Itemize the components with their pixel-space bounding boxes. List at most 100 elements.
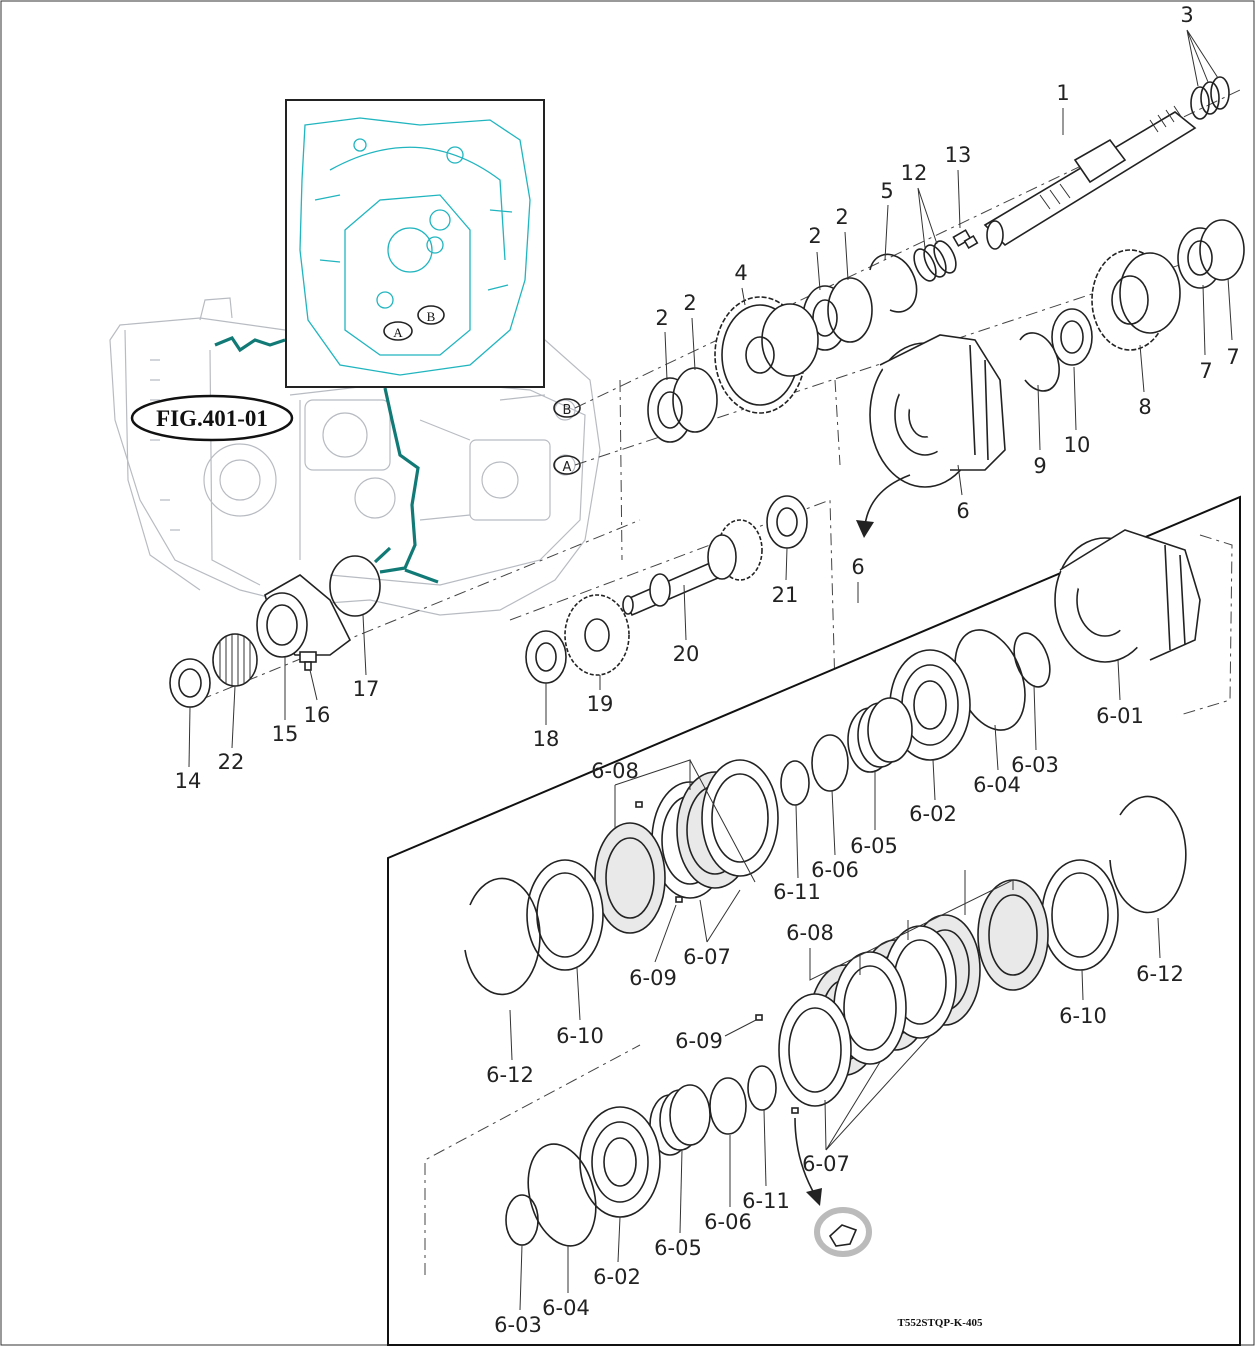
exploded-head-label: 6 — [851, 555, 864, 579]
part-o-ring-17[interactable] — [329, 555, 381, 617]
explode-arrowhead — [856, 520, 874, 538]
callout-6-07-lower: 6-07 — [802, 1152, 850, 1176]
callout-17: 17 — [353, 677, 380, 701]
callout-6-09-lower: 6-09 — [675, 1029, 723, 1053]
callout-21: 21 — [772, 583, 799, 607]
part-6-07-upper[interactable] — [651, 759, 779, 899]
callout-15: 15 — [272, 722, 299, 746]
callout-13: 13 — [945, 143, 972, 167]
callout-6-03-lower: 6-03 — [494, 1313, 542, 1337]
callout-18: 18 — [533, 727, 560, 751]
callout-12: 12 — [901, 161, 928, 185]
part-6-05-lower[interactable] — [649, 1084, 711, 1156]
part-6-12-right[interactable] — [1109, 795, 1187, 914]
part-bearing-7[interactable] — [1177, 219, 1245, 289]
part-gear-19[interactable] — [564, 594, 630, 676]
part-6-12-left[interactable] — [464, 877, 541, 996]
part-housing-15[interactable] — [256, 574, 352, 658]
part-6-04-lower[interactable] — [518, 1136, 607, 1253]
part-6-09-pin-a[interactable] — [635, 801, 643, 808]
callout-2c: 2 — [808, 224, 821, 248]
callout-6-05-upper: 6-05 — [850, 834, 898, 858]
part-6-09-pin-c[interactable] — [755, 1014, 763, 1021]
callout-22: 22 — [218, 750, 245, 774]
part-countershaft-20[interactable] — [622, 519, 763, 617]
detail-arrow — [794, 1117, 816, 1196]
callout-2a: 2 — [655, 306, 668, 330]
callout-6-06-upper: 6-06 — [811, 858, 859, 882]
part-bearing-2b[interactable] — [647, 367, 718, 443]
bracket-drum — [834, 379, 841, 466]
callout-5: 5 — [880, 179, 893, 203]
part-seal-14[interactable] — [169, 658, 211, 708]
part-6-09-pin-d[interactable] — [791, 1107, 799, 1114]
part-6-10-right[interactable] — [1041, 859, 1119, 971]
panel-bracket-top — [1179, 534, 1233, 716]
part-bearing-21[interactable] — [766, 495, 808, 549]
figure-reference-label: FIG.401-01 — [156, 406, 268, 431]
part-needle-bearing-22[interactable] — [212, 633, 258, 687]
callout-9: 9 — [1033, 454, 1046, 478]
part-6-05-upper[interactable] — [847, 697, 913, 773]
part-6-01-drum[interactable] — [1054, 529, 1201, 663]
callout-7b: 7 — [1226, 345, 1239, 369]
callout-2b: 2 — [683, 291, 696, 315]
callout-10: 10 — [1064, 433, 1091, 457]
part-bearing-10[interactable] — [1051, 308, 1093, 366]
part-rings-12[interactable] — [910, 238, 961, 284]
detail-arrowhead — [806, 1188, 822, 1206]
part-6-08-upper[interactable] — [594, 822, 666, 934]
part-bearing-18[interactable] — [525, 630, 567, 684]
callout-6-10-right: 6-10 — [1059, 1004, 1107, 1028]
case-marker-b: B — [563, 403, 572, 418]
inset-marker-a: A — [393, 325, 403, 340]
callout-6-11-upper: 6-11 — [773, 880, 821, 904]
part-rings-3[interactable] — [1190, 76, 1230, 120]
inset-marker-b: B — [427, 309, 436, 324]
callout-6-02-upper: 6-02 — [909, 802, 957, 826]
callouts-exploded: 6-01 6-02 6-03 6-04 6-05 6-06 6-07 6-08 … — [486, 659, 1184, 1337]
part-main-shaft[interactable] — [983, 105, 1197, 250]
part-snap-ring-9[interactable] — [1019, 332, 1060, 392]
inset-view: A B — [285, 99, 545, 388]
callout-6-05-lower: 6-05 — [654, 1236, 702, 1260]
callout-6-02-lower: 6-02 — [593, 1265, 641, 1289]
callout-8: 8 — [1138, 395, 1151, 419]
callout-4: 4 — [734, 261, 747, 285]
callout-6-07-upper: 6-07 — [683, 945, 731, 969]
callout-20: 20 — [673, 642, 700, 666]
part-6-02-lower[interactable] — [579, 1106, 661, 1218]
panel-bracket-bottom — [424, 1044, 641, 1275]
drawing-code: T552STQP-K-405 — [898, 1317, 983, 1329]
part-6-09-pin-b[interactable] — [675, 896, 683, 903]
callout-3: 3 — [1180, 3, 1193, 27]
callout-6-03-upper: 6-03 — [1011, 753, 1059, 777]
part-collar-13[interactable] — [952, 229, 979, 250]
part-6-06-lower[interactable] — [709, 1077, 747, 1135]
part-clutch-drum-6[interactable] — [869, 334, 1006, 488]
part-snap-ring-5[interactable] — [869, 253, 918, 313]
part-6-03-upper[interactable] — [1007, 628, 1056, 692]
callout-2d: 2 — [835, 205, 848, 229]
callout-14: 14 — [175, 769, 202, 793]
callout-19: 19 — [587, 692, 614, 716]
part-gear-4[interactable] — [714, 296, 819, 414]
callout-7a: 7 — [1199, 359, 1212, 383]
part-6-11-upper[interactable] — [780, 760, 810, 806]
callout-6: 6 — [956, 499, 969, 523]
axis-lower — [199, 519, 641, 701]
part-6-06-upper[interactable] — [811, 734, 849, 792]
part-6-11-lower[interactable] — [747, 1065, 777, 1111]
part-bolt-16[interactable] — [299, 651, 317, 671]
callout-6-06-lower: 6-06 — [704, 1210, 752, 1234]
callout-6-12-right: 6-12 — [1136, 962, 1184, 986]
callouts-main: 1 2 2 2 2 3 4 5 6 7 7 8 9 10 12 13 14 15 — [175, 3, 1240, 793]
callout-6-09-upper: 6-09 — [629, 966, 677, 990]
figure-reference[interactable]: FIG.401-01 — [130, 394, 294, 442]
callout-6-08-lower: 6-08 — [786, 921, 834, 945]
part-6-07-lower[interactable] — [778, 925, 957, 1107]
callout-6-01: 6-01 — [1096, 704, 1144, 728]
part-gear-8[interactable] — [1091, 249, 1181, 351]
explode-arrow — [864, 474, 911, 526]
